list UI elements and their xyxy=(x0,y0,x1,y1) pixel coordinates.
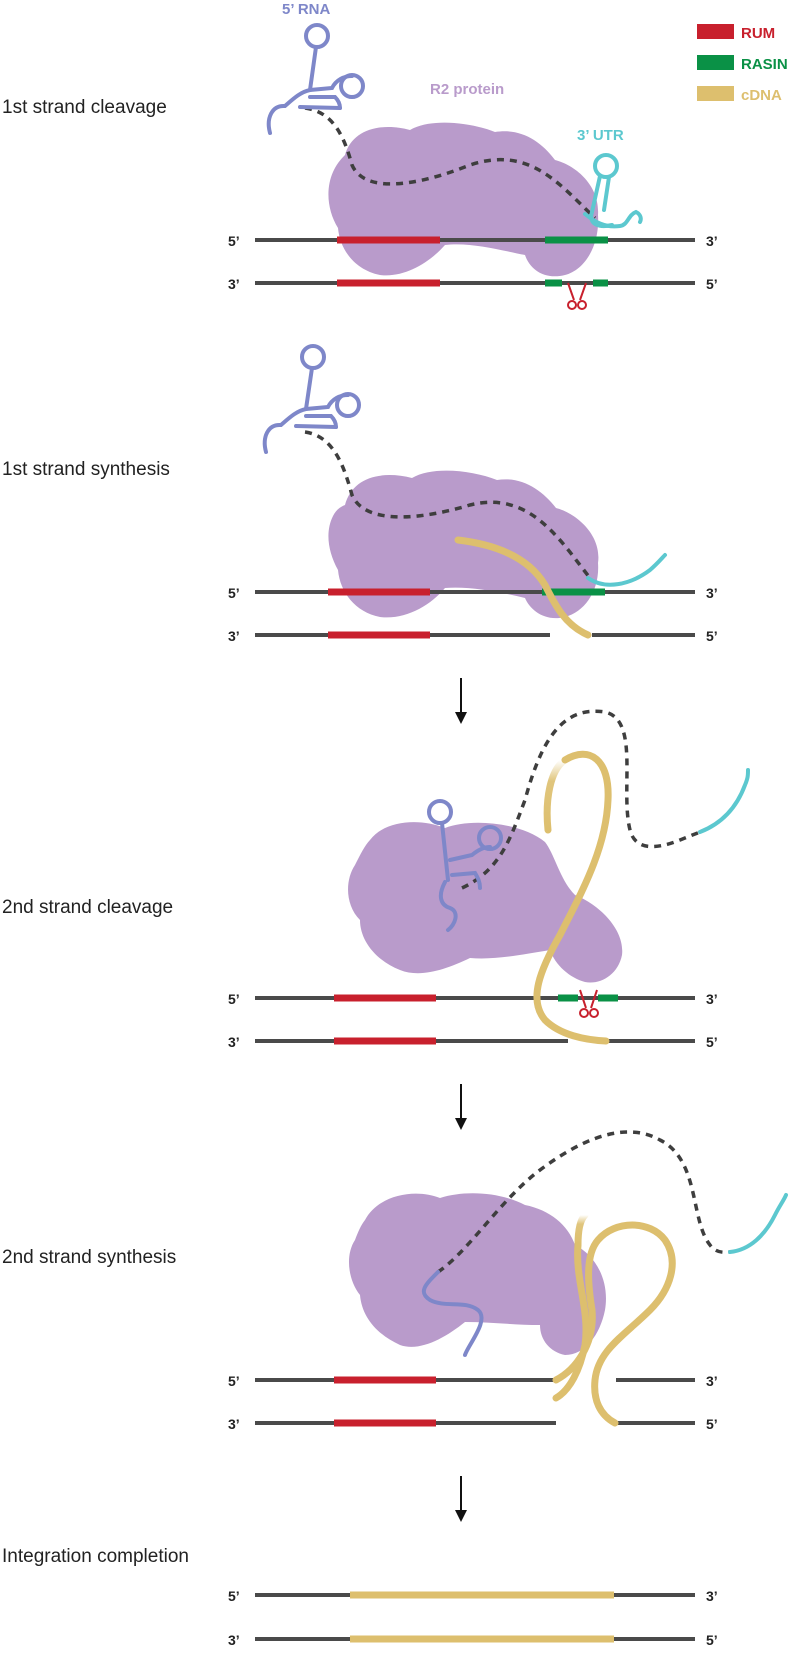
legend-label-rum: RUM xyxy=(741,25,775,42)
step-1st-strand-cleavage: 1st strand cleavage 5’ RNA R2 protein 3’… xyxy=(2,1,718,310)
r2-protein xyxy=(328,122,599,277)
end-label-bottom-right: 5’ xyxy=(706,276,718,292)
end-label-top-right: 3’ xyxy=(706,991,718,1007)
utr3-strand xyxy=(586,553,667,587)
down-arrow xyxy=(455,678,467,724)
end-label-bottom-left: 3’ xyxy=(228,1416,240,1432)
utr3-strand xyxy=(698,768,750,834)
end-label-bottom-left: 3’ xyxy=(228,1034,240,1050)
step-1st-strand-synthesis: 1st strand synthesis 5’ 3’ 3’ 5’ xyxy=(2,344,718,644)
legend-swatch-rasin xyxy=(697,55,734,70)
legend-label-cdna: cDNA xyxy=(741,87,782,104)
end-label-top-right: 3’ xyxy=(706,233,718,249)
end-label-bottom-left: 3’ xyxy=(228,276,240,292)
end-label-bottom-left: 3’ xyxy=(228,628,240,644)
cdna-loop xyxy=(533,750,612,1045)
rna5-strand xyxy=(421,1270,484,1357)
tether-dashed xyxy=(461,709,701,890)
rna5-annotation: 5’ RNA xyxy=(282,1,331,18)
protein-annotation: R2 protein xyxy=(430,81,504,98)
cdna-first-strand xyxy=(454,536,592,639)
legend: RUM RASIN cDNA xyxy=(697,24,788,104)
step-2nd-strand-cleavage: 2nd strand cleavage 5’ 3’ 3’ xyxy=(2,709,750,1050)
down-arrow xyxy=(455,1476,467,1522)
step-label: Integration completion xyxy=(2,1546,189,1567)
rna5-hairpin xyxy=(262,344,361,454)
rna5-hairpin xyxy=(427,799,503,932)
utr3-annotation: 3’ UTR xyxy=(577,127,624,144)
step-label: 1st strand cleavage xyxy=(2,97,167,118)
legend-label-rasin: RASIN xyxy=(741,56,788,73)
legend-swatch-cdna xyxy=(697,86,734,101)
rna5-hairpin xyxy=(266,23,365,135)
step-label: 2nd strand cleavage xyxy=(2,897,173,918)
end-label-top-left: 5’ xyxy=(228,1373,240,1389)
end-label-top-right: 3’ xyxy=(706,1373,718,1389)
r2-protein xyxy=(328,470,599,619)
end-label-bottom-right: 5’ xyxy=(706,1034,718,1050)
utr3-strand xyxy=(728,1193,788,1254)
cdna-second-strand-faded xyxy=(574,1211,589,1249)
r2-protein xyxy=(348,1193,606,1355)
step-integration-completion: Integration completion 5’ 3’ 3’ 5’ xyxy=(2,1546,718,1648)
end-label-bottom-right: 5’ xyxy=(706,1416,718,1432)
end-label-bottom-right: 5’ xyxy=(706,628,718,644)
end-label-bottom-right: 5’ xyxy=(706,1632,718,1648)
step-2nd-strand-synthesis: 2nd strand synthesis 5’ 3’ 3’ 5’ xyxy=(2,1130,788,1432)
cdna-first-strand-loop xyxy=(552,1221,676,1427)
end-label-top-left: 5’ xyxy=(228,233,240,249)
tether-dashed xyxy=(437,1130,731,1274)
step-label: 1st strand synthesis xyxy=(2,459,170,480)
end-label-top-left: 5’ xyxy=(228,585,240,601)
scissors-icon xyxy=(579,989,599,1018)
legend-swatch-rum xyxy=(697,24,734,39)
end-label-bottom-left: 3’ xyxy=(228,1632,240,1648)
tether-dashed xyxy=(304,106,597,220)
scissors-icon xyxy=(567,282,587,310)
cdna-loop-faded xyxy=(543,756,569,834)
down-arrow xyxy=(455,1084,467,1130)
utr3-hairpin xyxy=(583,153,643,229)
step-label: 2nd strand synthesis xyxy=(2,1247,176,1268)
end-label-top-right: 3’ xyxy=(706,585,718,601)
end-label-top-left: 5’ xyxy=(228,1588,240,1604)
end-label-top-left: 5’ xyxy=(228,991,240,1007)
end-label-top-right: 3’ xyxy=(706,1588,718,1604)
